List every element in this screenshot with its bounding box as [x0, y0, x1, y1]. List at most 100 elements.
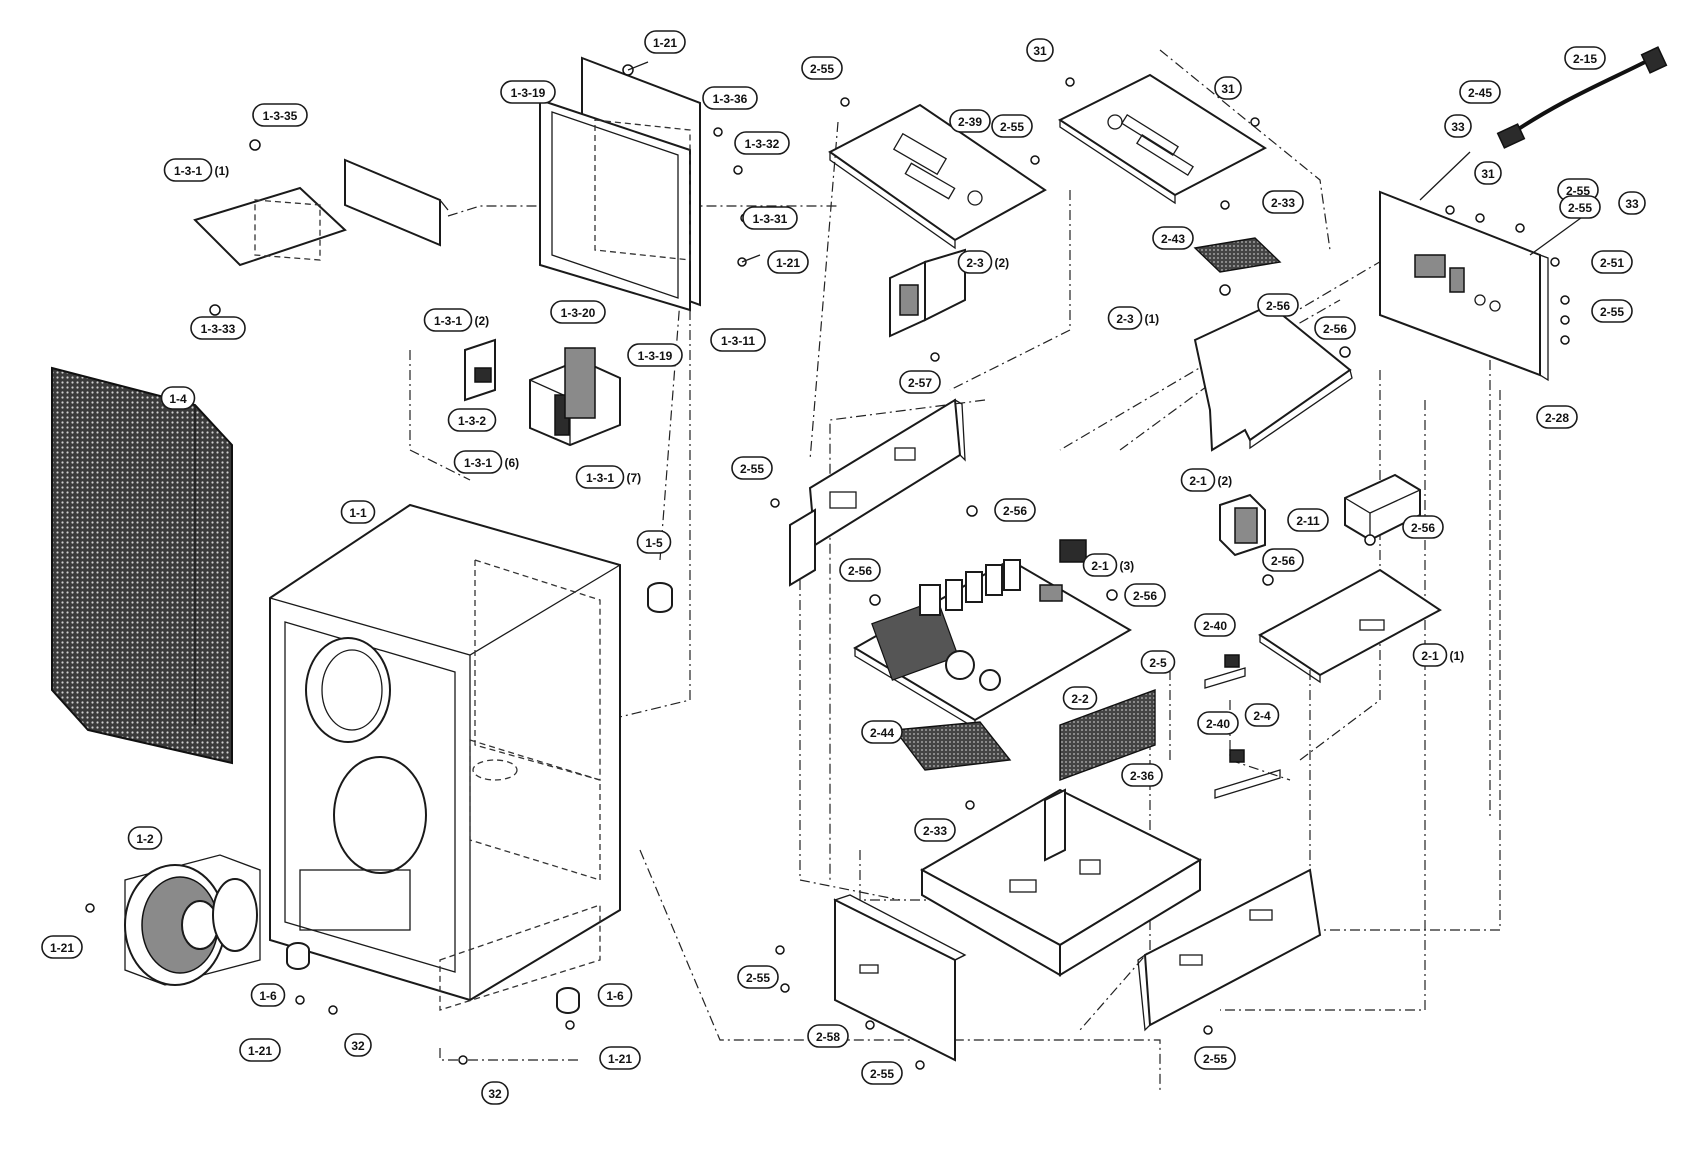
bottom-chassis — [919, 788, 1203, 977]
callout-2-1: 2-1(1) — [1412, 643, 1465, 667]
ic-2-1-3 — [1059, 539, 1087, 563]
callout-suffix: (1) — [1145, 312, 1160, 326]
callout-bubble — [1082, 553, 1118, 577]
callout-bubble — [1591, 250, 1633, 274]
callout-1-1: 1-1 — [340, 500, 376, 524]
callout-1-21: 1-21 — [644, 30, 686, 54]
callout-label: 1-3-1 — [174, 164, 202, 178]
callout-label: 2-55 — [1600, 305, 1624, 319]
callout-bubble — [949, 109, 991, 133]
callout-suffix: (3) — [1120, 559, 1135, 573]
callout-2-55: 2-55 — [737, 965, 779, 989]
callout-label: 32 — [488, 1087, 502, 1101]
front-grille — [51, 366, 233, 765]
callout-bubble — [190, 316, 246, 340]
callout-1-3-20: 1-3-20 — [550, 300, 606, 324]
callout-bubble — [767, 250, 809, 274]
callout-label: 31 — [1033, 44, 1047, 58]
callout-bubble — [801, 56, 843, 80]
callout-suffix: (6) — [505, 456, 520, 470]
callout-bubble — [734, 131, 790, 155]
callout-suffix: (1) — [1450, 649, 1465, 663]
callout-1-6: 1-6 — [597, 983, 633, 1007]
callout-label: 1-3-1 — [586, 471, 614, 485]
callout-label: 2-33 — [1271, 196, 1295, 210]
callout-bubble — [344, 1033, 372, 1057]
callout-1-3-19: 1-3-19 — [627, 343, 683, 367]
pcb-2-1-1 — [1258, 568, 1442, 684]
callout-bubble — [163, 158, 213, 182]
rear-panel — [1379, 190, 1549, 382]
callout-suffix: (1) — [215, 164, 230, 178]
callout-label: 31 — [1481, 167, 1495, 181]
callout-label: 2-45 — [1468, 86, 1492, 100]
callout-label: 2-55 — [810, 62, 834, 76]
callout-2-43: 2-43 — [1152, 226, 1194, 250]
callout-bubble — [737, 965, 779, 989]
callout-bubble — [1564, 46, 1606, 70]
callout-2-4: 2-4 — [1244, 703, 1280, 727]
callout-1-2: 1-2 — [127, 826, 163, 850]
callout-bubble — [899, 370, 941, 394]
callout-2-57: 2-57 — [899, 370, 941, 394]
callout-2-2: 2-2 — [1062, 686, 1098, 710]
callout-suffix: (7) — [627, 471, 642, 485]
callout-2-40: 2-40 — [1194, 613, 1236, 637]
callout-bubble — [1402, 515, 1444, 539]
callout-2-55: 2-55 — [1559, 195, 1601, 219]
callout-1-3-1: 1-3-1 (6) — [453, 450, 520, 474]
callout-bubble — [1197, 711, 1239, 735]
foot-rubber — [647, 582, 673, 613]
callout-bubble — [340, 500, 376, 524]
callout-label: 2-43 — [1161, 232, 1185, 246]
callout-label: 2-28 — [1545, 411, 1569, 425]
callout-2-56: 2-56 — [1124, 583, 1166, 607]
amp-pcb-2-2 — [853, 558, 1132, 730]
callout-bubble — [252, 103, 308, 127]
callout-33: 33 — [1618, 191, 1646, 215]
callout-bubble — [644, 30, 686, 54]
callout-bubble — [1618, 191, 1646, 215]
callout-label: 2-3 — [966, 256, 984, 270]
callout-label: 2-33 — [923, 824, 947, 838]
callout-bubble — [250, 983, 286, 1007]
bottom-left-bracket — [833, 894, 967, 1062]
callout-label: 1-3-19 — [638, 349, 673, 363]
callout-label: 2-57 — [908, 376, 932, 390]
callout-32: 32 — [344, 1033, 372, 1057]
callout-2-45: 2-45 — [1459, 80, 1501, 104]
callout-bubble — [627, 343, 683, 367]
callout-2-56: 2-56 — [1314, 316, 1356, 340]
callout-label: 31 — [1221, 82, 1235, 96]
transformer-1-3-2 — [529, 347, 621, 447]
callout-label: 2-55 — [740, 462, 764, 476]
callout-label: 2-51 — [1600, 256, 1624, 270]
callout-33: 33 — [1444, 114, 1472, 138]
callout-bubble — [807, 1024, 849, 1048]
callout-2-15: 2-15 — [1564, 46, 1606, 70]
callout-suffix: (2) — [475, 314, 490, 328]
callout-suffix: (2) — [995, 256, 1010, 270]
callout-bubble — [1124, 583, 1166, 607]
callout-label: 1-3-1 — [464, 456, 492, 470]
callout-1-21: 1-21 — [41, 935, 83, 959]
callout-label: 1-4 — [169, 392, 187, 406]
callout-bubble — [702, 86, 758, 110]
mesh-2-36 — [1059, 688, 1156, 782]
callout-label: 1-3-20 — [561, 306, 596, 320]
callout-label: 1-2 — [136, 832, 154, 846]
callout-2-40: 2-40 — [1197, 711, 1239, 735]
callout-1-3-36: 1-3-36 — [702, 86, 758, 110]
callout-label: 2-40 — [1203, 619, 1227, 633]
callout-label: 1-3-35 — [263, 109, 298, 123]
callout-label: 2-55 — [870, 1067, 894, 1081]
callout-2-33: 2-33 — [1262, 190, 1304, 214]
callout-bubble — [994, 498, 1036, 522]
heatsink-mesh-2-43 — [1193, 237, 1282, 273]
flat-cable-2-5 — [1204, 654, 1246, 689]
callout-bubble — [41, 935, 83, 959]
callout-31: 31 — [1474, 161, 1502, 185]
callout-bubble — [1194, 1046, 1236, 1070]
module-2-11 — [1344, 473, 1421, 542]
